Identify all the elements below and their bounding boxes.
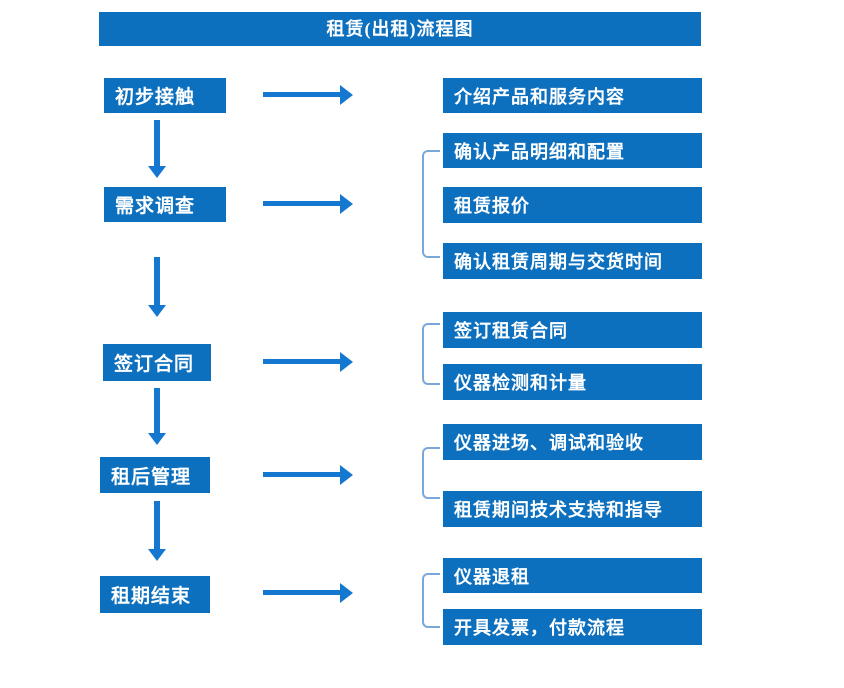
detail-box-confirm-rental-period: 确认租赁周期与交货时间 — [443, 243, 702, 279]
arrow-shaft — [263, 92, 341, 97]
flowchart-title: 租赁(出租)流程图 — [99, 12, 701, 46]
flow-down-arrow-2 — [148, 257, 166, 317]
detail-box-instrument-testing: 仪器检测和计量 — [443, 364, 702, 400]
detail-box-instrument-setup-acceptance: 仪器进场、调试和验收 — [443, 424, 702, 460]
flow-down-arrow-3 — [148, 388, 166, 445]
detail-box-sign-rental-contract: 签订租赁合同 — [443, 312, 702, 348]
flow-right-arrow-1 — [263, 85, 353, 105]
detail-box-technical-support: 租赁期间技术支持和指导 — [443, 491, 702, 527]
step-box-sign-contract: 签订合同 — [103, 344, 211, 381]
flow-right-arrow-2 — [263, 194, 353, 214]
arrow-shaft — [154, 501, 160, 549]
step-box-initial-contact: 初步接触 — [104, 78, 226, 113]
arrow-head-icon — [340, 583, 353, 603]
arrow-head-icon — [340, 465, 353, 485]
flow-down-arrow-1 — [148, 120, 166, 178]
flow-right-arrow-4 — [263, 465, 353, 485]
arrow-shaft — [154, 388, 160, 433]
arrow-shaft — [154, 257, 160, 305]
arrow-shaft — [154, 120, 160, 166]
group-bracket-rental-end — [422, 573, 440, 628]
arrow-head-icon — [340, 194, 353, 214]
step-box-post-rental-management: 租后管理 — [100, 457, 210, 493]
arrow-shaft — [263, 590, 341, 595]
step-box-rental-end: 租期结束 — [100, 576, 210, 613]
flow-right-arrow-5 — [263, 583, 353, 603]
arrow-shaft — [263, 472, 341, 477]
step-box-demand-survey: 需求调查 — [104, 187, 226, 222]
flow-down-arrow-4 — [148, 501, 166, 561]
flow-right-arrow-3 — [263, 352, 353, 372]
detail-box-confirm-product-details: 确认产品明细和配置 — [443, 133, 702, 168]
group-bracket-sign-contract — [422, 323, 440, 385]
detail-box-invoice-payment: 开具发票，付款流程 — [443, 609, 702, 645]
arrow-head-icon — [148, 166, 166, 178]
arrow-shaft — [263, 359, 341, 364]
arrow-head-icon — [148, 305, 166, 317]
arrow-head-icon — [340, 85, 353, 105]
detail-box-instrument-return: 仪器退租 — [443, 558, 702, 593]
group-bracket-demand-survey — [422, 150, 440, 258]
arrow-shaft — [263, 201, 341, 206]
detail-box-introduce-products: 介绍产品和服务内容 — [443, 78, 702, 113]
detail-box-rental-quote: 租赁报价 — [443, 187, 702, 223]
arrow-head-icon — [148, 433, 166, 445]
arrow-head-icon — [340, 352, 353, 372]
group-bracket-post-rental — [422, 447, 440, 499]
arrow-head-icon — [148, 549, 166, 561]
